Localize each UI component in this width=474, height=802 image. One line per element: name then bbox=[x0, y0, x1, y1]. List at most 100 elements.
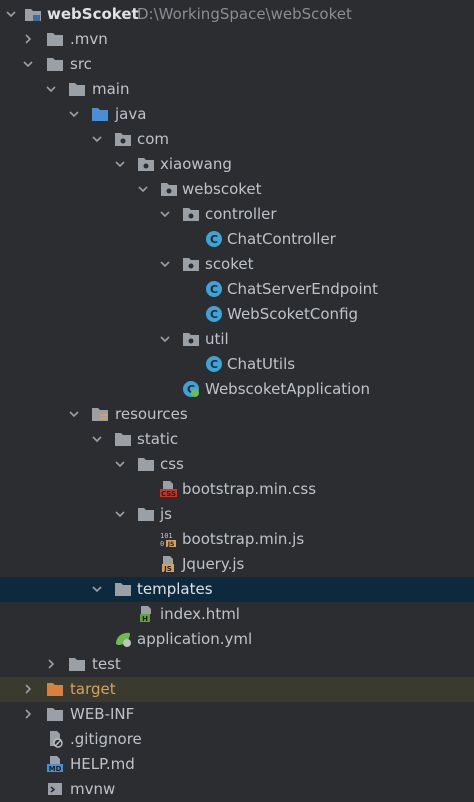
tree-label: css bbox=[160, 455, 184, 473]
tree-row-scoket[interactable]: scoket bbox=[0, 252, 474, 277]
svg-text:H: H bbox=[142, 615, 148, 623]
chevron-down-icon[interactable] bbox=[22, 58, 34, 70]
chevron-right-icon[interactable] bbox=[22, 708, 34, 720]
tree-row-chat-controller[interactable]: C ChatController bbox=[0, 227, 474, 252]
chevron-down-icon[interactable] bbox=[68, 108, 80, 120]
tree-row-webscoket[interactable]: webscoket bbox=[0, 177, 474, 202]
source-folder-icon bbox=[92, 108, 108, 121]
tree-row-web-scoket-config[interactable]: C WebScoketConfig bbox=[0, 302, 474, 327]
ignore-file-icon bbox=[50, 731, 63, 748]
tree-row-util[interactable]: util bbox=[0, 327, 474, 352]
tree-label: bootstrap.min.js bbox=[182, 530, 305, 548]
tree-row-web-inf[interactable]: WEB-INF bbox=[0, 702, 474, 727]
tree-label: util bbox=[205, 330, 229, 348]
tree-row-controller[interactable]: controller bbox=[0, 202, 474, 227]
tree-row-css[interactable]: css bbox=[0, 452, 474, 477]
svg-text:CSS: CSS bbox=[161, 490, 176, 498]
tree-label: resources bbox=[115, 405, 188, 423]
svg-text:C: C bbox=[210, 308, 218, 321]
tree-row-chat-server-endpoint[interactable]: C ChatServerEndpoint bbox=[0, 277, 474, 302]
tree-row-jquery-js[interactable]: JS Jquery.js bbox=[0, 552, 474, 577]
tree-label: scoket bbox=[205, 255, 254, 273]
tree-label: static bbox=[137, 430, 179, 448]
tree-row-chat-utils[interactable]: C ChatUtils bbox=[0, 352, 474, 377]
chevron-down-icon[interactable] bbox=[114, 458, 126, 470]
js-file-icon: JS bbox=[162, 556, 174, 573]
tree-row-js[interactable]: js bbox=[0, 502, 474, 527]
tree-row-bootstrap-css[interactable]: CSS bootstrap.min.css bbox=[0, 477, 474, 502]
svg-text:C: C bbox=[210, 233, 218, 246]
chevron-down-icon[interactable] bbox=[159, 333, 171, 345]
svg-text:JS: JS bbox=[163, 565, 172, 573]
chevron-down-icon[interactable] bbox=[114, 508, 126, 520]
chevron-right-icon[interactable] bbox=[22, 33, 34, 45]
chevron-down-icon[interactable] bbox=[5, 8, 17, 20]
project-name: webScoket bbox=[47, 5, 139, 23]
chevron-down-icon[interactable] bbox=[159, 258, 171, 270]
svg-text:C: C bbox=[187, 383, 195, 396]
tree-label: .gitignore bbox=[70, 730, 142, 748]
svg-text:C: C bbox=[210, 358, 218, 371]
tree-row-project[interactable]: webScoket D:\WorkingSpace\webScoket bbox=[0, 2, 474, 27]
tree-row-java[interactable]: java bbox=[0, 102, 474, 127]
chevron-down-icon[interactable] bbox=[68, 408, 80, 420]
package-icon bbox=[183, 208, 199, 221]
tree-row-application-yml[interactable]: application.yml bbox=[0, 627, 474, 652]
tree-label: java bbox=[115, 105, 147, 123]
tree-row-xiaowang[interactable]: xiaowang bbox=[0, 152, 474, 177]
resources-folder-icon bbox=[92, 408, 108, 421]
tree-row-mvnw[interactable]: mvnw bbox=[0, 777, 474, 802]
chevron-down-icon[interactable] bbox=[159, 208, 171, 220]
tree-label: com bbox=[137, 130, 170, 148]
tree-label: .mvn bbox=[70, 30, 108, 48]
chevron-down-icon[interactable] bbox=[91, 583, 103, 595]
folder-icon bbox=[69, 658, 85, 671]
folder-icon bbox=[138, 508, 154, 521]
module-folder-icon bbox=[25, 9, 41, 21]
tree-row-src[interactable]: src bbox=[0, 52, 474, 77]
tree-row-gitignore[interactable]: .gitignore bbox=[0, 727, 474, 752]
folder-icon bbox=[115, 433, 131, 446]
tree-label: test bbox=[92, 655, 121, 673]
tree-row-com[interactable]: com bbox=[0, 127, 474, 152]
tree-label: Jquery.js bbox=[182, 555, 245, 573]
java-class-icon: C bbox=[206, 231, 222, 247]
tree-row-help-md[interactable]: MD HELP.md bbox=[0, 752, 474, 777]
tree-row-main[interactable]: main bbox=[0, 77, 474, 102]
shell-script-icon bbox=[48, 783, 62, 795]
tree-row-target[interactable]: target bbox=[0, 677, 474, 702]
folder-icon bbox=[138, 458, 154, 471]
html-file-icon: H bbox=[140, 606, 151, 623]
markdown-file-icon: MD bbox=[47, 756, 63, 773]
chevron-right-icon[interactable] bbox=[45, 658, 57, 670]
tree-label: WebScoketConfig bbox=[227, 305, 359, 323]
tree-row-templates[interactable]: templates bbox=[0, 577, 474, 602]
chevron-down-icon[interactable] bbox=[91, 433, 103, 445]
folder-icon bbox=[115, 583, 131, 596]
chevron-down-icon[interactable] bbox=[45, 83, 57, 95]
tree-row-resources[interactable]: resources bbox=[0, 402, 474, 427]
chevron-right-icon[interactable] bbox=[22, 683, 34, 695]
tree-label: bootstrap.min.css bbox=[182, 480, 317, 498]
svg-text:JS: JS bbox=[167, 541, 175, 548]
tree-row-static[interactable]: static bbox=[0, 427, 474, 452]
package-icon bbox=[183, 258, 199, 271]
package-icon bbox=[183, 333, 199, 346]
tree-row-test[interactable]: test bbox=[0, 652, 474, 677]
chevron-down-icon[interactable] bbox=[137, 183, 149, 195]
tree-label: main bbox=[92, 80, 130, 98]
java-class-icon: C bbox=[206, 281, 222, 297]
tree-label: WebscoketApplication bbox=[205, 380, 371, 398]
chevron-down-icon[interactable] bbox=[114, 158, 126, 170]
tree-row-index-html[interactable]: H index.html bbox=[0, 602, 474, 627]
spring-config-file-icon bbox=[116, 632, 131, 647]
tree-row-webscoket-application[interactable]: C WebscoketApplication bbox=[0, 377, 474, 402]
tree-label: xiaowang bbox=[160, 155, 232, 173]
svg-text:C: C bbox=[210, 283, 218, 296]
tree-row-mvn[interactable]: .mvn bbox=[0, 27, 474, 52]
tree-label: WEB-INF bbox=[70, 705, 135, 723]
chevron-down-icon[interactable] bbox=[91, 133, 103, 145]
project-path: D:\WorkingSpace\webScoket bbox=[137, 5, 352, 23]
excluded-folder-icon bbox=[47, 683, 63, 696]
